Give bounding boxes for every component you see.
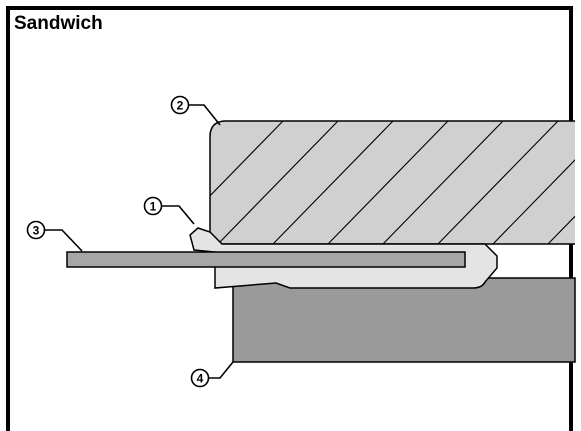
hatch-lines bbox=[210, 121, 575, 244]
callout-4-label: 4 bbox=[197, 372, 204, 386]
callout-3-leader bbox=[44, 229, 83, 252]
thin-sheet bbox=[66, 251, 466, 268]
diagram-title: Sandwich bbox=[14, 13, 103, 34]
callout-2-leader bbox=[188, 104, 221, 126]
callout-4-leader bbox=[208, 361, 234, 379]
callout-3: 3 bbox=[26, 220, 83, 252]
callout-2-label: 2 bbox=[177, 99, 184, 113]
top-layer bbox=[209, 120, 575, 245]
callout-1-label: 1 bbox=[150, 200, 157, 214]
bottom-layer bbox=[232, 277, 576, 363]
callout-1: 1 bbox=[143, 196, 195, 225]
callout-2: 2 bbox=[170, 95, 221, 126]
callout-1-leader bbox=[161, 205, 195, 225]
callout-3-label: 3 bbox=[33, 224, 40, 238]
callout-4: 4 bbox=[190, 361, 234, 388]
